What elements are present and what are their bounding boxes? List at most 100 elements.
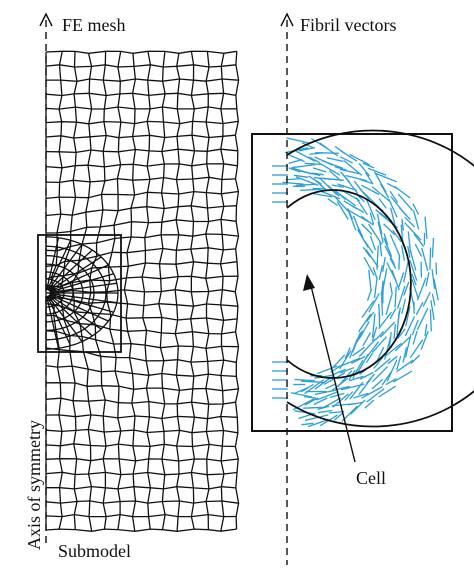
fibril-vector bbox=[304, 397, 319, 406]
fibril-vector bbox=[365, 311, 375, 323]
fibril-vector bbox=[371, 326, 378, 342]
mesh-line bbox=[45, 364, 237, 378]
fibril-vector bbox=[360, 215, 374, 226]
fibril-vector bbox=[303, 406, 324, 409]
fibril-vector bbox=[328, 170, 342, 182]
fibril-vector bbox=[380, 183, 390, 199]
fibril-vector bbox=[317, 409, 333, 414]
fibril-vector bbox=[431, 293, 436, 306]
fibril-vector bbox=[397, 193, 414, 212]
fibril-vector bbox=[313, 397, 328, 406]
fibril-vector bbox=[375, 172, 398, 183]
fibril-vector bbox=[378, 385, 397, 398]
fibril-vector bbox=[392, 229, 402, 243]
left-axis-arrowhead bbox=[39, 12, 53, 27]
cell-boundary bbox=[286, 189, 412, 379]
fe-mesh bbox=[45, 50, 240, 532]
mesh-line bbox=[45, 134, 236, 139]
fibril-vector bbox=[380, 291, 384, 316]
mesh-line bbox=[45, 247, 236, 267]
fibril-vector bbox=[316, 365, 338, 375]
fibril-vector bbox=[290, 392, 313, 398]
fibril-vector bbox=[357, 226, 364, 238]
fibril-vector bbox=[286, 153, 305, 163]
fibril-vector bbox=[314, 179, 327, 191]
outer-boundary bbox=[286, 129, 474, 428]
mesh-line bbox=[45, 205, 237, 217]
submodel-box bbox=[37, 234, 122, 353]
fibril-vector bbox=[398, 207, 411, 220]
fibril-vector bbox=[412, 203, 420, 215]
fibril-vector bbox=[331, 402, 356, 407]
fibril-vector bbox=[381, 371, 392, 386]
fibril-vector bbox=[308, 175, 322, 185]
fibril-vector bbox=[402, 347, 408, 363]
fibril-vector bbox=[397, 328, 406, 339]
mesh-line bbox=[45, 513, 237, 518]
fibril-vector bbox=[336, 201, 349, 220]
fibril-vector bbox=[383, 233, 389, 246]
fibril-vector bbox=[333, 412, 344, 421]
fibril-vector bbox=[347, 210, 357, 231]
fibril-vector bbox=[425, 272, 430, 287]
fibril-vector bbox=[365, 352, 374, 364]
fibril-vector bbox=[389, 234, 401, 257]
fibril-vector bbox=[293, 387, 308, 395]
fibril-vector bbox=[337, 183, 358, 192]
fibril-vector bbox=[435, 262, 438, 275]
fibril-vector bbox=[373, 277, 378, 299]
mesh-line bbox=[45, 50, 237, 54]
fibril-vector bbox=[409, 339, 424, 359]
fibril-vector bbox=[410, 354, 421, 364]
fibril-vector bbox=[345, 174, 368, 182]
fibril-vector bbox=[396, 311, 400, 336]
fibril-vector bbox=[331, 184, 344, 188]
fibril-vector bbox=[371, 366, 388, 383]
cell-pointer-arrowhead bbox=[303, 274, 315, 291]
fibril-vector bbox=[358, 321, 370, 340]
fibril-vector bbox=[340, 150, 358, 162]
mesh-line bbox=[48, 294, 102, 330]
fibril-vector bbox=[361, 300, 375, 318]
fibril-vector bbox=[411, 279, 419, 299]
fibril-vector bbox=[307, 418, 329, 428]
mesh-line bbox=[45, 190, 239, 200]
fibril-vector bbox=[363, 256, 375, 276]
fibril-vector bbox=[416, 277, 427, 301]
fibril-vector bbox=[403, 281, 410, 296]
mesh-line bbox=[45, 500, 239, 504]
fibril-vector bbox=[337, 357, 361, 368]
fibril-vector bbox=[383, 237, 393, 258]
fe-mesh-label: FE mesh bbox=[62, 15, 126, 35]
fibril-vector bbox=[376, 346, 385, 362]
fibril-vector bbox=[360, 178, 373, 185]
fibril-vector bbox=[321, 159, 343, 169]
fibril-vector bbox=[378, 311, 393, 330]
fibril-vector bbox=[384, 342, 402, 358]
fibril-vector bbox=[352, 346, 365, 357]
fibril-vector bbox=[358, 338, 377, 357]
fibril-vector bbox=[348, 375, 364, 382]
fibril-vector bbox=[353, 392, 369, 399]
fibril-vector bbox=[374, 330, 385, 341]
fibril-vector bbox=[361, 223, 373, 235]
mesh-line bbox=[45, 120, 239, 125]
fibril-vector bbox=[422, 291, 431, 307]
mesh-line bbox=[46, 284, 57, 302]
fibril-vector bbox=[343, 159, 363, 176]
fibril-vector bbox=[385, 378, 397, 386]
fibril-vector bbox=[304, 395, 317, 399]
fibril-vector bbox=[312, 167, 327, 173]
fibril-vector bbox=[282, 181, 304, 185]
fibril-vector bbox=[431, 237, 435, 258]
fibril-vector bbox=[409, 250, 417, 271]
fibril-vector bbox=[391, 269, 400, 291]
fibril-vector bbox=[336, 191, 357, 207]
fibril-vector bbox=[342, 174, 359, 194]
submodel-label: Submodel bbox=[58, 541, 131, 561]
fibril-vector bbox=[333, 195, 349, 212]
mesh-line bbox=[45, 347, 237, 363]
fibril-vector bbox=[398, 255, 401, 270]
fibril-vector bbox=[421, 247, 429, 272]
